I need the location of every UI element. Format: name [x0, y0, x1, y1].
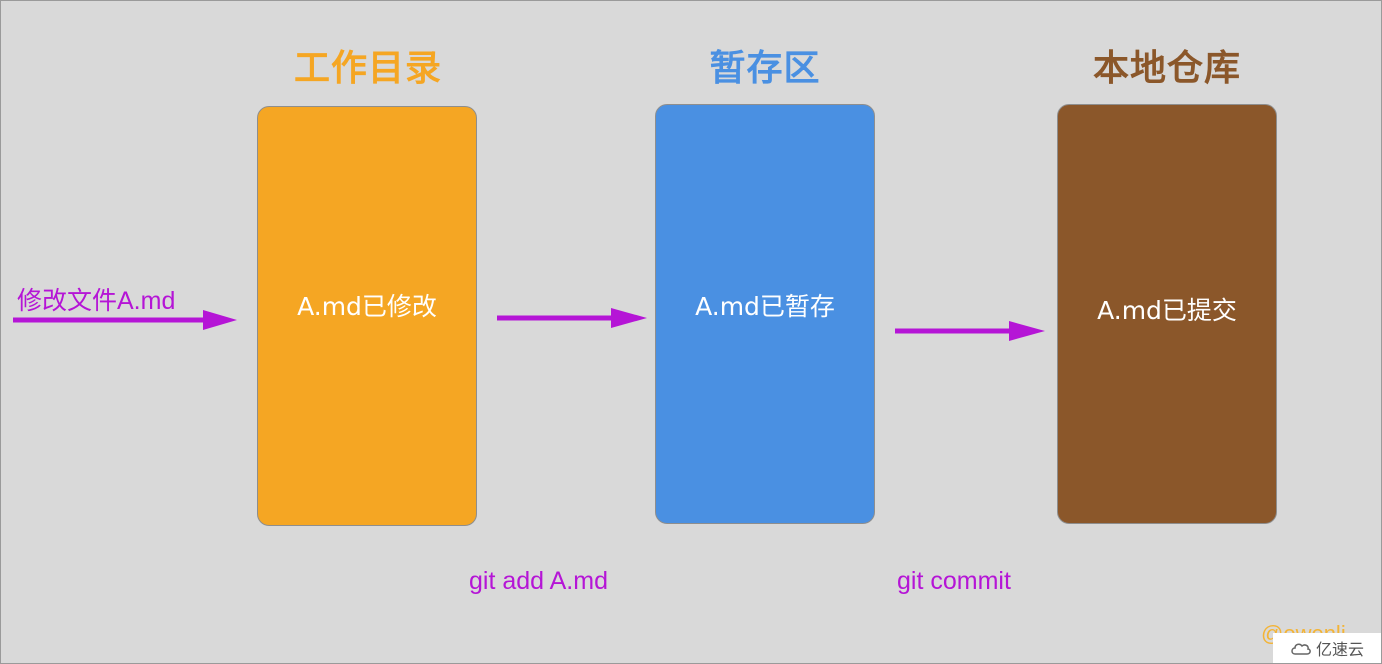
modify-arrow — [13, 310, 237, 330]
working-box-label: A.md已修改 — [297, 292, 437, 321]
git-add-label: git add A.md — [469, 567, 608, 595]
local-repository-box: A.md已提交 — [1057, 104, 1277, 524]
stage-title-staging: 暂存区 — [709, 48, 821, 89]
cloud-icon — [1291, 643, 1311, 655]
brand-badge: 亿速云 — [1273, 633, 1381, 663]
git-add-arrow — [497, 308, 647, 328]
stage-title-repository: 本地仓库 — [1092, 48, 1241, 89]
git-commit-label: git commit — [897, 567, 1011, 595]
staging-area-box: A.md已暂存 — [655, 104, 875, 524]
stage-title-working: 工作目录 — [293, 48, 442, 89]
working-directory-box: A.md已修改 — [257, 106, 477, 526]
staging-box-label: A.md已暂存 — [695, 292, 835, 321]
git-commit-arrow — [895, 321, 1045, 341]
brand-text: 亿速云 — [1315, 640, 1364, 659]
repository-box-label: A.md已提交 — [1097, 296, 1237, 325]
modify-file-label: 修改文件A.md — [17, 287, 176, 315]
